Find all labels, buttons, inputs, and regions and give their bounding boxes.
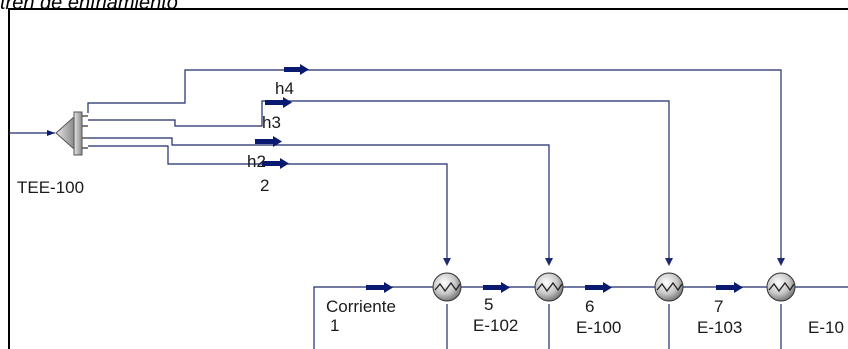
tee-inlet-stream[interactable] (9, 130, 55, 136)
heat-exchanger-e-10-icon[interactable] (766, 272, 796, 302)
stream-h2-line[interactable] (88, 137, 550, 264)
stream-7-arrow-icon (716, 282, 743, 293)
stream-6-label: 6 (585, 297, 594, 316)
stream-h3-end-arrow (665, 258, 673, 266)
stream-h2-end-arrow (545, 258, 553, 266)
tee-100-label: TEE-100 (17, 178, 84, 197)
corriente-label: Corriente (326, 297, 396, 316)
stream-2-line[interactable] (88, 145, 448, 264)
stream-h4-label: h4 (275, 79, 294, 98)
e-103-label: E-103 (697, 318, 742, 337)
diagram-frame (8, 8, 848, 349)
stream-1-arrow-icon (366, 282, 393, 293)
stream-7-label: 7 (714, 297, 723, 316)
stream-h2-arrow-icon (255, 136, 282, 147)
tee-100-splitter-icon[interactable] (55, 111, 88, 156)
stream-2-end-arrow (443, 258, 451, 266)
stream-1-label: 1 (330, 316, 339, 335)
stream-h4-line[interactable] (87, 69, 782, 264)
stream-h4-end-arrow (777, 258, 785, 266)
heat-exchanger-e-102-icon[interactable] (432, 272, 462, 302)
stream-2-arrow-icon (262, 158, 289, 169)
e-10-label: E-10 (808, 318, 844, 337)
stream-h3-label: h3 (262, 113, 281, 132)
stream-2-label: 2 (260, 176, 269, 195)
heat-exchanger-e-103-icon[interactable] (654, 272, 684, 302)
stream-h3-arrow-icon (265, 97, 292, 108)
stream-5-label: 5 (484, 295, 493, 314)
stream-6-arrow-icon (585, 282, 612, 293)
stream-5-arrow-icon (483, 282, 510, 293)
stream-h4-arrow-icon (284, 64, 309, 75)
exchanger-outlet-lines (446, 304, 782, 349)
diagram-heading: tren de enfriamiento (0, 0, 178, 14)
e-100-label: E-100 (576, 318, 621, 337)
heat-exchanger-e-100-icon[interactable] (534, 272, 564, 302)
e-102-label: E-102 (473, 316, 518, 335)
stream-h2-label: h2 (247, 152, 266, 171)
stream-h3-line[interactable] (88, 100, 670, 264)
